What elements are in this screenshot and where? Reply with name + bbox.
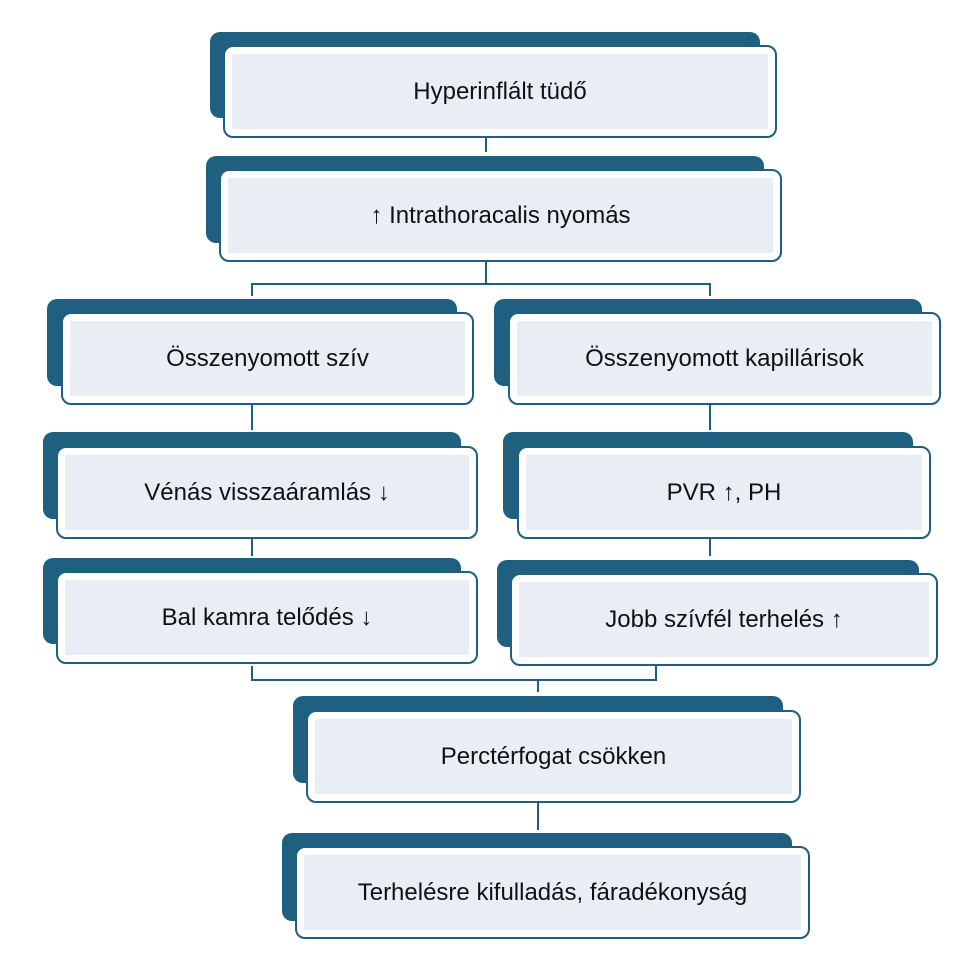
node-label: Terhelésre kifulladás, fáradékonyság bbox=[357, 878, 748, 906]
node-card: Összenyomott kapillárisok bbox=[508, 312, 941, 405]
connector-intrathoracic-split-right bbox=[486, 283, 711, 296]
node-label: Perctérfogat csökken bbox=[440, 742, 667, 770]
connector-rv-to-output bbox=[538, 666, 657, 681]
node-label: Bal kamra telődés ↓ bbox=[161, 603, 373, 631]
node-card: Hyperinflált tüdő bbox=[223, 45, 777, 138]
node-label: ↑ Intrathoracalis nyomás bbox=[370, 201, 631, 229]
node-card: Összenyomott szív bbox=[61, 312, 474, 405]
node-card: Jobb szívfél terhelés ↑ bbox=[510, 573, 938, 666]
connector-lv-to-output bbox=[251, 666, 539, 692]
node-label: Vénás visszaáramlás ↓ bbox=[144, 478, 390, 506]
connector-intrathoracic-split bbox=[251, 262, 487, 296]
node-card: Perctérfogat csökken bbox=[306, 710, 801, 803]
node-card: Bal kamra telődés ↓ bbox=[56, 571, 478, 664]
node-label: Jobb szívfél terhelés ↑ bbox=[605, 605, 843, 633]
node-label: Összenyomott kapillárisok bbox=[585, 344, 864, 372]
node-card: PVR ↑, PH bbox=[517, 446, 931, 539]
node-card: Vénás visszaáramlás ↓ bbox=[56, 446, 478, 539]
node-card: Terhelésre kifulladás, fáradékonyság bbox=[295, 846, 810, 939]
node-label: Összenyomott szív bbox=[166, 344, 369, 372]
node-label: PVR ↑, PH bbox=[666, 478, 782, 506]
node-card: ↑ Intrathoracalis nyomás bbox=[219, 169, 782, 262]
node-label: Hyperinflált tüdő bbox=[413, 77, 587, 105]
